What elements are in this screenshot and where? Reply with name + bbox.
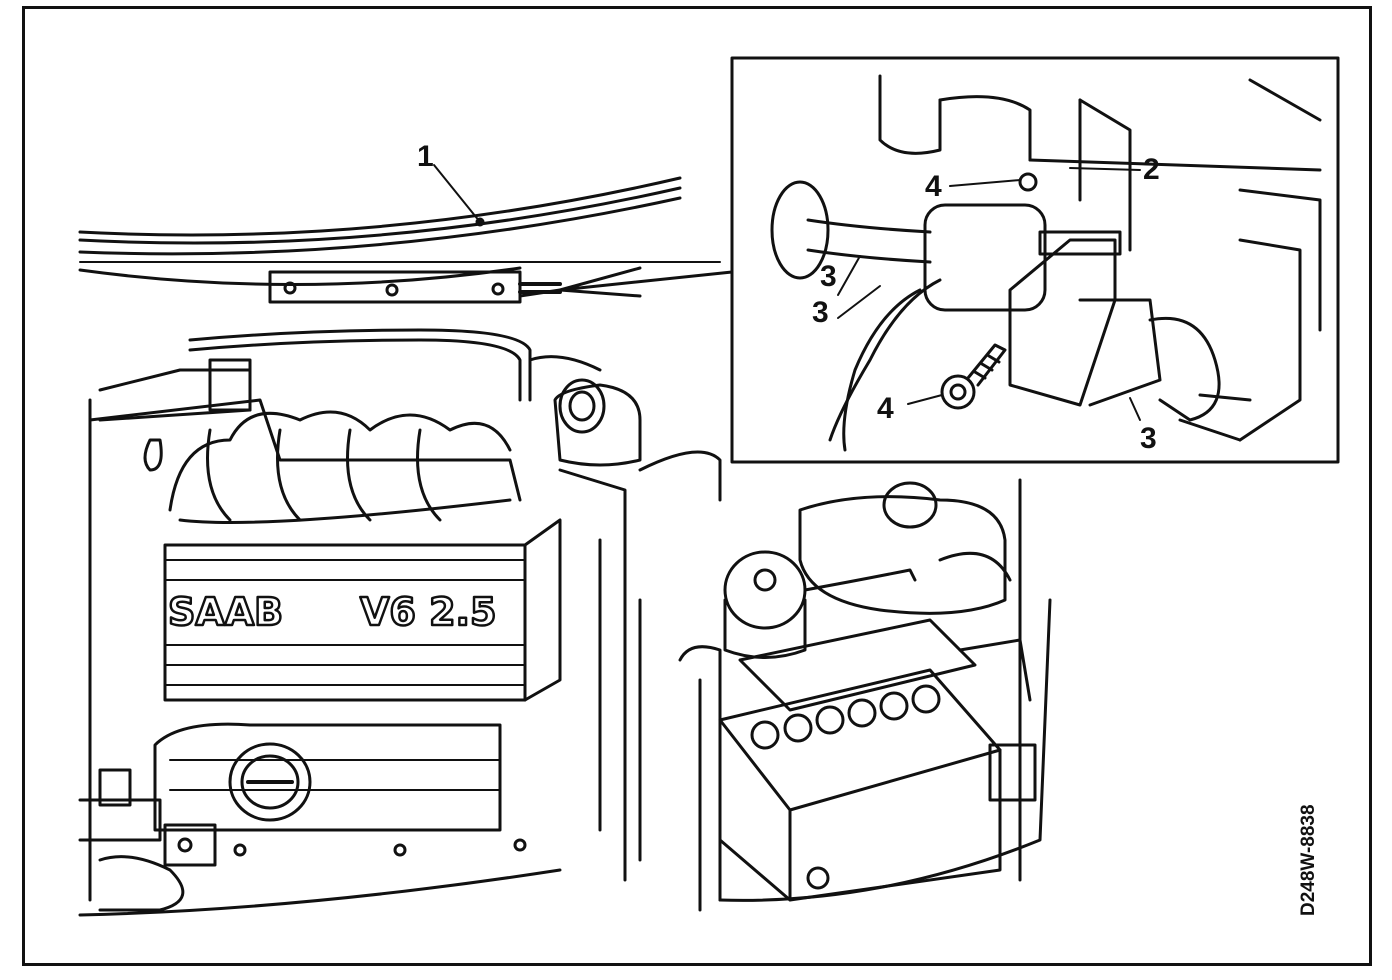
power-steering-reservoir [723, 550, 917, 659]
callout-2: 2 [1143, 153, 1160, 186]
callout-3-lower: 3 [812, 296, 829, 329]
callout-1: 1 [417, 140, 434, 173]
cowl-panel [78, 176, 721, 286]
body-panels [558, 450, 722, 882]
battery [678, 618, 1037, 912]
engine [78, 328, 562, 917]
engine-cover-brand: SAAB [168, 590, 283, 634]
leader-line-1 [433, 164, 481, 223]
mounting-bracket [268, 270, 562, 304]
callout-4-bottom: 4 [877, 392, 894, 425]
screw-icon [940, 343, 1007, 410]
coolant-reservoir [798, 481, 1012, 615]
radiator-support [638, 478, 1052, 902]
leader-dot-1 [475, 217, 485, 227]
brake-fluid-reservoir [528, 355, 642, 467]
callout-3-upper: 3 [820, 260, 837, 293]
callout-4-top: 4 [925, 170, 942, 203]
detail-inset [518, 56, 1340, 464]
diagram-frame [22, 6, 1372, 966]
engine-cover-model: V6 2.5 [360, 590, 496, 634]
callout-3-right: 3 [1140, 422, 1157, 455]
reference-code: D248W-8838 [1298, 804, 1319, 916]
